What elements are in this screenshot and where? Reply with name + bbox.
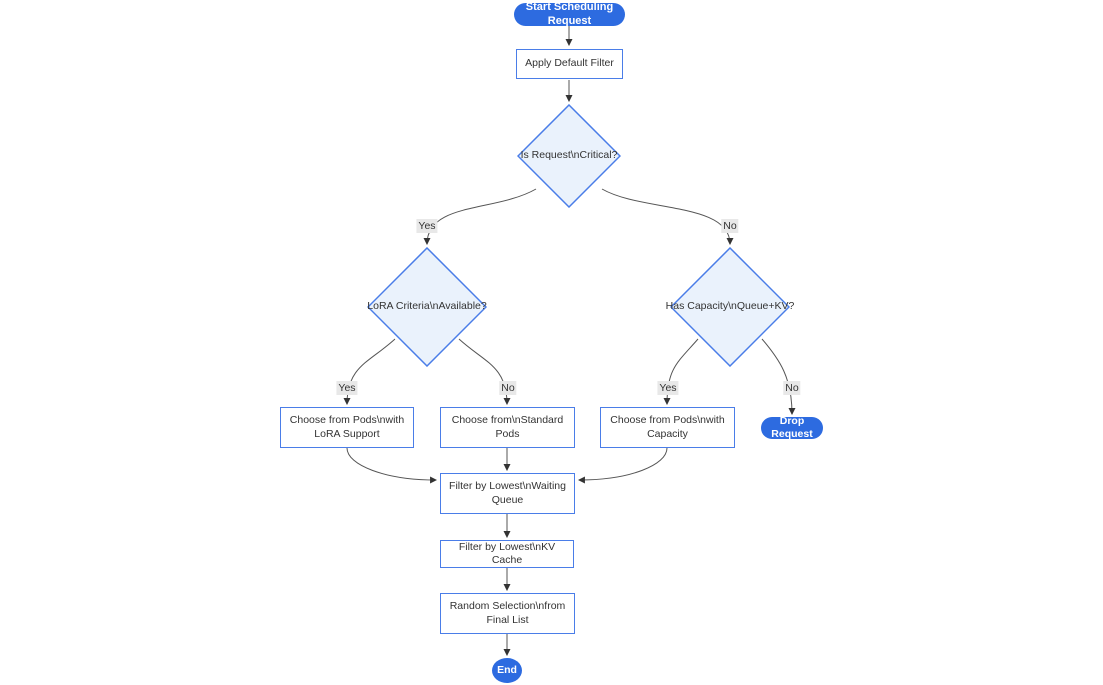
node-drop-request: Drop Request xyxy=(761,414,823,441)
node-start-label: Start Scheduling Request xyxy=(525,1,614,27)
diamond-shape-icon xyxy=(670,247,790,367)
edge-capacitypods-to-filter xyxy=(577,447,668,484)
node-drop-request-label: Drop Request xyxy=(771,414,813,441)
edge-label-capacity-no: No xyxy=(783,381,801,395)
node-is-request-critical: Is Request\nCritical? xyxy=(517,104,621,208)
node-is-request-critical-label: Is Request\nCritical? xyxy=(520,149,618,162)
edge-label-critical-yes: Yes xyxy=(416,219,438,233)
node-choose-lora-pods-label: Choose from Pods\nwith LoRA Support xyxy=(289,414,405,440)
node-end-label: End xyxy=(497,663,517,676)
edge-capacity-no xyxy=(761,338,796,416)
diamond-shape-icon xyxy=(517,104,621,208)
node-choose-lora-pods: Choose from Pods\nwith LoRA Support xyxy=(280,407,414,448)
node-random-selection: Random Selection\nfrom Final List xyxy=(440,593,575,634)
node-start: Start Scheduling Request xyxy=(514,1,625,27)
node-filter-kv-cache: Filter by Lowest\nKV Cache xyxy=(440,540,574,568)
node-apply-default-filter: Apply Default Filter xyxy=(516,49,623,79)
diamond-shape-icon xyxy=(367,247,487,367)
node-random-selection-label: Random Selection\nfrom Final List xyxy=(449,600,566,626)
node-choose-capacity-pods: Choose from Pods\nwith Capacity xyxy=(600,407,735,448)
node-filter-kv-cache-label: Filter by Lowest\nKV Cache xyxy=(458,540,556,567)
node-filter-waiting-queue-label: Filter by Lowest\nWaiting Queue xyxy=(449,480,566,506)
edge-lorapods-to-filter xyxy=(346,447,438,484)
node-has-capacity: Has Capacity\nQueue+KV? xyxy=(666,247,794,367)
edge-critical-no xyxy=(601,188,734,246)
edge-label-lora-yes: Yes xyxy=(336,381,358,395)
node-apply-default-filter-label: Apply Default Filter xyxy=(525,57,614,70)
node-end: End xyxy=(492,658,522,683)
node-filter-waiting-queue: Filter by Lowest\nWaiting Queue xyxy=(440,473,575,514)
node-choose-capacity-pods-label: Choose from Pods\nwith Capacity xyxy=(610,414,725,440)
node-lora-criteria-available-label: LoRA Criteria\nAvailable? xyxy=(367,300,487,313)
edge-label-critical-no: No xyxy=(721,219,739,233)
node-has-capacity-label: Has Capacity\nQueue+KV? xyxy=(665,300,795,313)
node-lora-criteria-available: LoRA Criteria\nAvailable? xyxy=(367,247,487,367)
node-choose-standard-pods: Choose from\nStandard Pods xyxy=(440,407,575,448)
edge-label-capacity-yes: Yes xyxy=(657,381,679,395)
edge-label-lora-no: No xyxy=(499,381,517,395)
node-choose-standard-pods-label: Choose from\nStandard Pods xyxy=(451,414,564,440)
